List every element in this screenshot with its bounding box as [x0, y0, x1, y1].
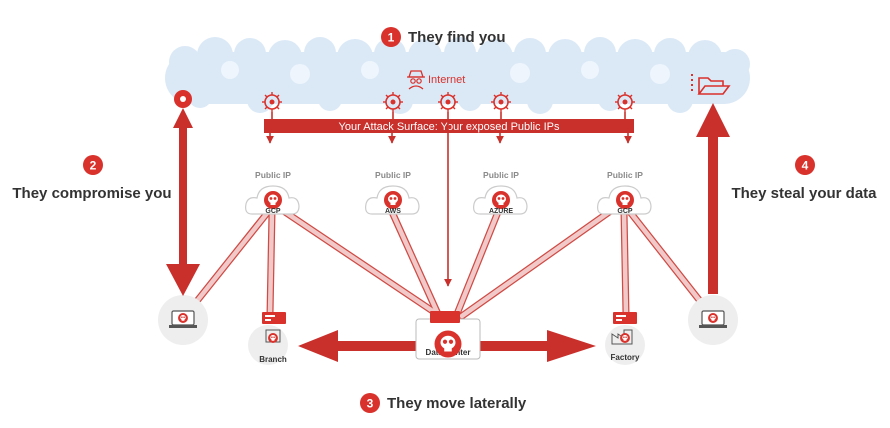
cloud-provider-label: GCP [617, 208, 633, 215]
cloud-node-aws: Public IP AWS [365, 170, 420, 215]
step-1-number: 1 [388, 31, 395, 45]
laptop-icon [699, 310, 727, 328]
step-3: 3 They move laterally [360, 393, 527, 413]
internet-label: Internet [428, 74, 465, 86]
network-links-inner [194, 207, 703, 319]
factory-label: Factory [611, 353, 640, 362]
skull-virus-icon [384, 191, 402, 209]
step-2-number: 2 [90, 159, 97, 173]
laptop-node-left [158, 295, 208, 345]
cloud-provider-label: AWS [385, 208, 401, 215]
lateral-arrow-right [478, 330, 596, 362]
internet-cloud-band [165, 37, 750, 114]
exfiltration-arrow [696, 103, 730, 294]
step-4-title: They steal your data [731, 185, 877, 202]
public-ip-label: Public IP [375, 170, 411, 180]
skull-virus-icon [620, 333, 630, 343]
open-folder-icon [691, 74, 731, 95]
branch-label: Branch [259, 355, 287, 364]
skull-virus-icon [264, 191, 282, 209]
factory-node: Factory [605, 312, 645, 365]
step-3-number: 3 [367, 397, 374, 411]
internet-label-group: Internet [407, 70, 465, 90]
step-1-title: They find you [408, 29, 506, 46]
public-ip-label: Public IP [607, 170, 643, 180]
public-ip-label: Public IP [483, 170, 519, 180]
virus-icon [614, 91, 636, 113]
cloud-node-azure: Public IP AZURE [473, 170, 528, 215]
virus-icon [437, 91, 459, 113]
skull-virus-icon [616, 191, 634, 209]
skull-virus-icon [268, 333, 278, 343]
cloud-provider-label: GCP [265, 208, 281, 215]
skull-virus-icon [434, 330, 462, 358]
skull-virus-icon [492, 191, 510, 209]
virus-icon [382, 91, 404, 113]
step-3-title: They move laterally [387, 395, 527, 412]
step-4: 4 They steal your data [731, 155, 877, 202]
internet-virus-node [174, 90, 192, 108]
hacker-icon [407, 70, 425, 90]
lateral-arrow-left [298, 330, 417, 362]
laptop-node-right [688, 295, 738, 345]
attack-surface-label: Your Attack Surface: Your exposed Public… [339, 121, 560, 133]
laptop-icon [169, 310, 197, 328]
datacenter-node: Data Center [415, 311, 481, 360]
cloud-node-gcp-left: Public IP GCP [245, 170, 300, 215]
step-2-title: They compromise you [12, 185, 171, 202]
cloud-node-gcp-right: Public IP GCP [597, 170, 652, 215]
public-ip-label: Public IP [255, 170, 291, 180]
virus-icon [261, 91, 283, 113]
cloud-provider-label: AZURE [489, 208, 513, 215]
step-4-number: 4 [802, 159, 809, 173]
attack-surface-band: Your Attack Surface: Your exposed Public… [264, 112, 634, 287]
branch-node: Branch [248, 312, 288, 365]
step-2: 2 They compromise you [12, 155, 172, 202]
step-1: 1 They find you [381, 27, 506, 47]
virus-icon [490, 91, 512, 113]
compromise-arrow [166, 108, 200, 296]
